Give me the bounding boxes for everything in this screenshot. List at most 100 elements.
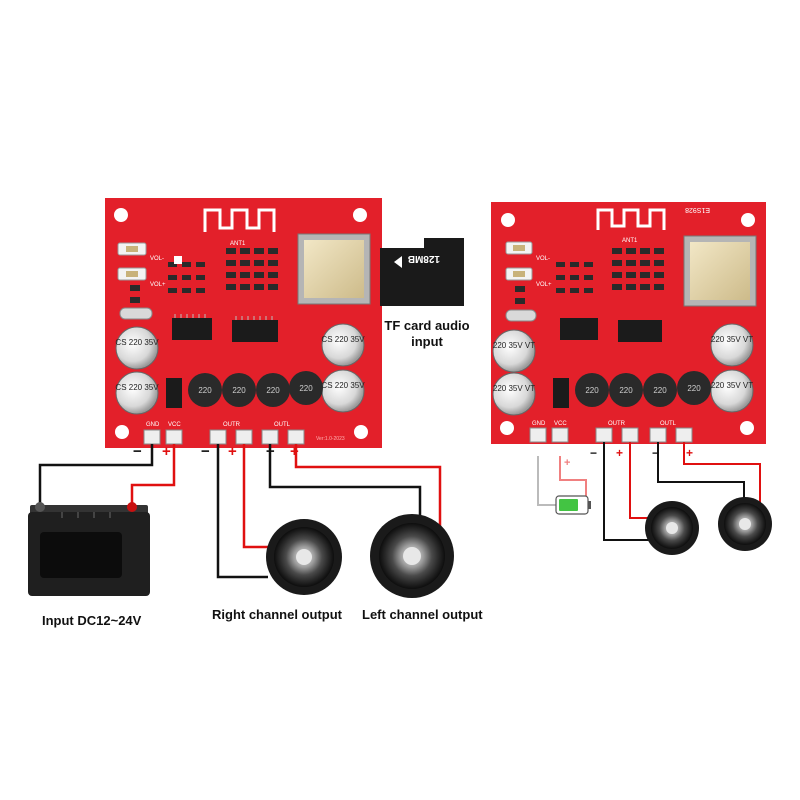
terminal-vcc[interactable]	[165, 429, 183, 445]
terminal-outr-neg[interactable]	[209, 429, 227, 445]
wire-vcc	[559, 456, 587, 505]
version-label: Ver:1.0-2023	[316, 436, 345, 442]
battery-negative-terminal	[35, 502, 45, 512]
mount-hole	[500, 421, 514, 435]
inductor-label: 220	[687, 384, 701, 393]
vol-minus-label: VOL-	[150, 256, 164, 262]
wire-outr-pos	[242, 444, 270, 549]
crystal	[119, 307, 153, 320]
input-voltage-label: Input DC12~24V	[42, 613, 142, 628]
left-wiring	[38, 444, 442, 579]
battery-cell-charge	[559, 499, 578, 511]
antenna-trace	[596, 208, 666, 230]
wire-outl-pos	[683, 442, 761, 505]
outr-negative-sign: −	[201, 443, 210, 460]
right-amplifier-board: ANT1 E1S928 VOL- VOL+ 220 35V VT 220 35V…	[491, 202, 766, 444]
capacitor-label: CS 220 35V	[115, 383, 159, 392]
right-channel-label: Right channel output	[212, 607, 342, 622]
outr-label: OUTR	[223, 422, 241, 428]
inductor	[188, 373, 222, 407]
antenna-trace	[203, 208, 276, 232]
mount-hole	[115, 425, 129, 439]
wire-gnd	[537, 456, 558, 506]
smd-components	[130, 248, 278, 303]
tf-card: 128MB	[380, 238, 464, 306]
outl-negative-sign: −	[266, 443, 275, 460]
diode	[166, 378, 182, 408]
outl-positive-sign: +	[686, 446, 694, 460]
terminal-outl-pos[interactable]	[287, 429, 305, 445]
inductor-label: 220	[198, 386, 212, 395]
button-cap	[126, 246, 138, 252]
speaker-dust-cap	[666, 522, 678, 534]
inductor	[222, 373, 256, 407]
left-channel-speaker	[370, 514, 454, 598]
terminal-outl-neg[interactable]	[261, 429, 279, 445]
capacitor-label: CS 220 35V	[321, 381, 365, 390]
tf-card-arrow-icon	[394, 256, 402, 268]
inductor	[677, 371, 711, 405]
gnd-negative-sign: −	[133, 443, 142, 460]
tf-card-label: TF card audio input	[384, 318, 470, 349]
outr-positive-sign: +	[228, 443, 237, 460]
terminals	[143, 429, 305, 445]
sd-card-slot-inner	[304, 240, 364, 298]
vcc-label: VCC	[168, 422, 181, 428]
capacitor	[710, 323, 754, 367]
diode	[553, 378, 569, 408]
outr-positive-sign: +	[616, 446, 624, 460]
tf-card-capacity: 128MB	[408, 253, 440, 264]
terminal-vcc[interactable]	[551, 427, 569, 443]
mount-hole	[354, 425, 368, 439]
battery-cell-icon	[555, 495, 591, 515]
terminal-outr-pos[interactable]	[235, 429, 253, 445]
left-channel-label: Left channel output	[362, 607, 483, 622]
left-amplifier-board: ANT1 VOL- VOL+	[105, 198, 382, 448]
inductor-label: 220	[232, 386, 246, 395]
inductor-label: 220	[299, 384, 313, 393]
mount-hole	[741, 213, 755, 227]
antenna-label: ANT1	[230, 241, 246, 247]
terminal-outr-pos[interactable]	[621, 427, 639, 443]
inductor-label: 220	[653, 386, 667, 395]
capacitor	[321, 369, 365, 413]
button-cap	[513, 271, 525, 277]
inductor	[643, 373, 677, 407]
right-board-speaker-l	[718, 497, 772, 551]
chip-ic	[560, 318, 598, 340]
wire-vcc	[130, 444, 176, 503]
terminal-outr-neg[interactable]	[595, 427, 613, 443]
capacitor	[115, 371, 159, 415]
chip-ic	[232, 320, 278, 342]
capacitor	[115, 326, 159, 370]
inductor-label: 220	[585, 386, 599, 395]
terminal-gnd[interactable]	[529, 427, 547, 443]
terminals	[529, 427, 693, 443]
vol-plus-label: VOL+	[536, 282, 552, 288]
silk-code: E1S928	[685, 206, 710, 213]
right-board-speaker-r	[645, 501, 699, 555]
wire-gnd	[38, 444, 154, 503]
terminal-outl-pos[interactable]	[675, 427, 693, 443]
capacitor-label: 220 35V VT	[493, 341, 535, 350]
capacitor	[321, 323, 365, 367]
sd-card-slot-inner	[690, 242, 750, 300]
capacitor	[492, 329, 536, 373]
inductor	[575, 373, 609, 407]
crystal	[505, 309, 537, 322]
outr-label: OUTR	[608, 421, 626, 427]
outl-label: OUTL	[274, 422, 291, 428]
terminal-gnd[interactable]	[143, 429, 161, 445]
smd-components	[515, 248, 664, 304]
vcc-label: VCC	[554, 421, 567, 427]
mount-hole	[353, 208, 367, 222]
terminal-outl-neg[interactable]	[649, 427, 667, 443]
outl-positive-sign: +	[290, 443, 299, 460]
battery-cell-positive-sign: +	[564, 457, 571, 469]
outl-negative-sign: −	[652, 446, 660, 460]
vol-plus-label: VOL+	[150, 282, 166, 288]
button-cap	[513, 245, 525, 251]
speaker-dust-cap	[403, 547, 421, 565]
wire-outl-neg	[268, 444, 422, 518]
